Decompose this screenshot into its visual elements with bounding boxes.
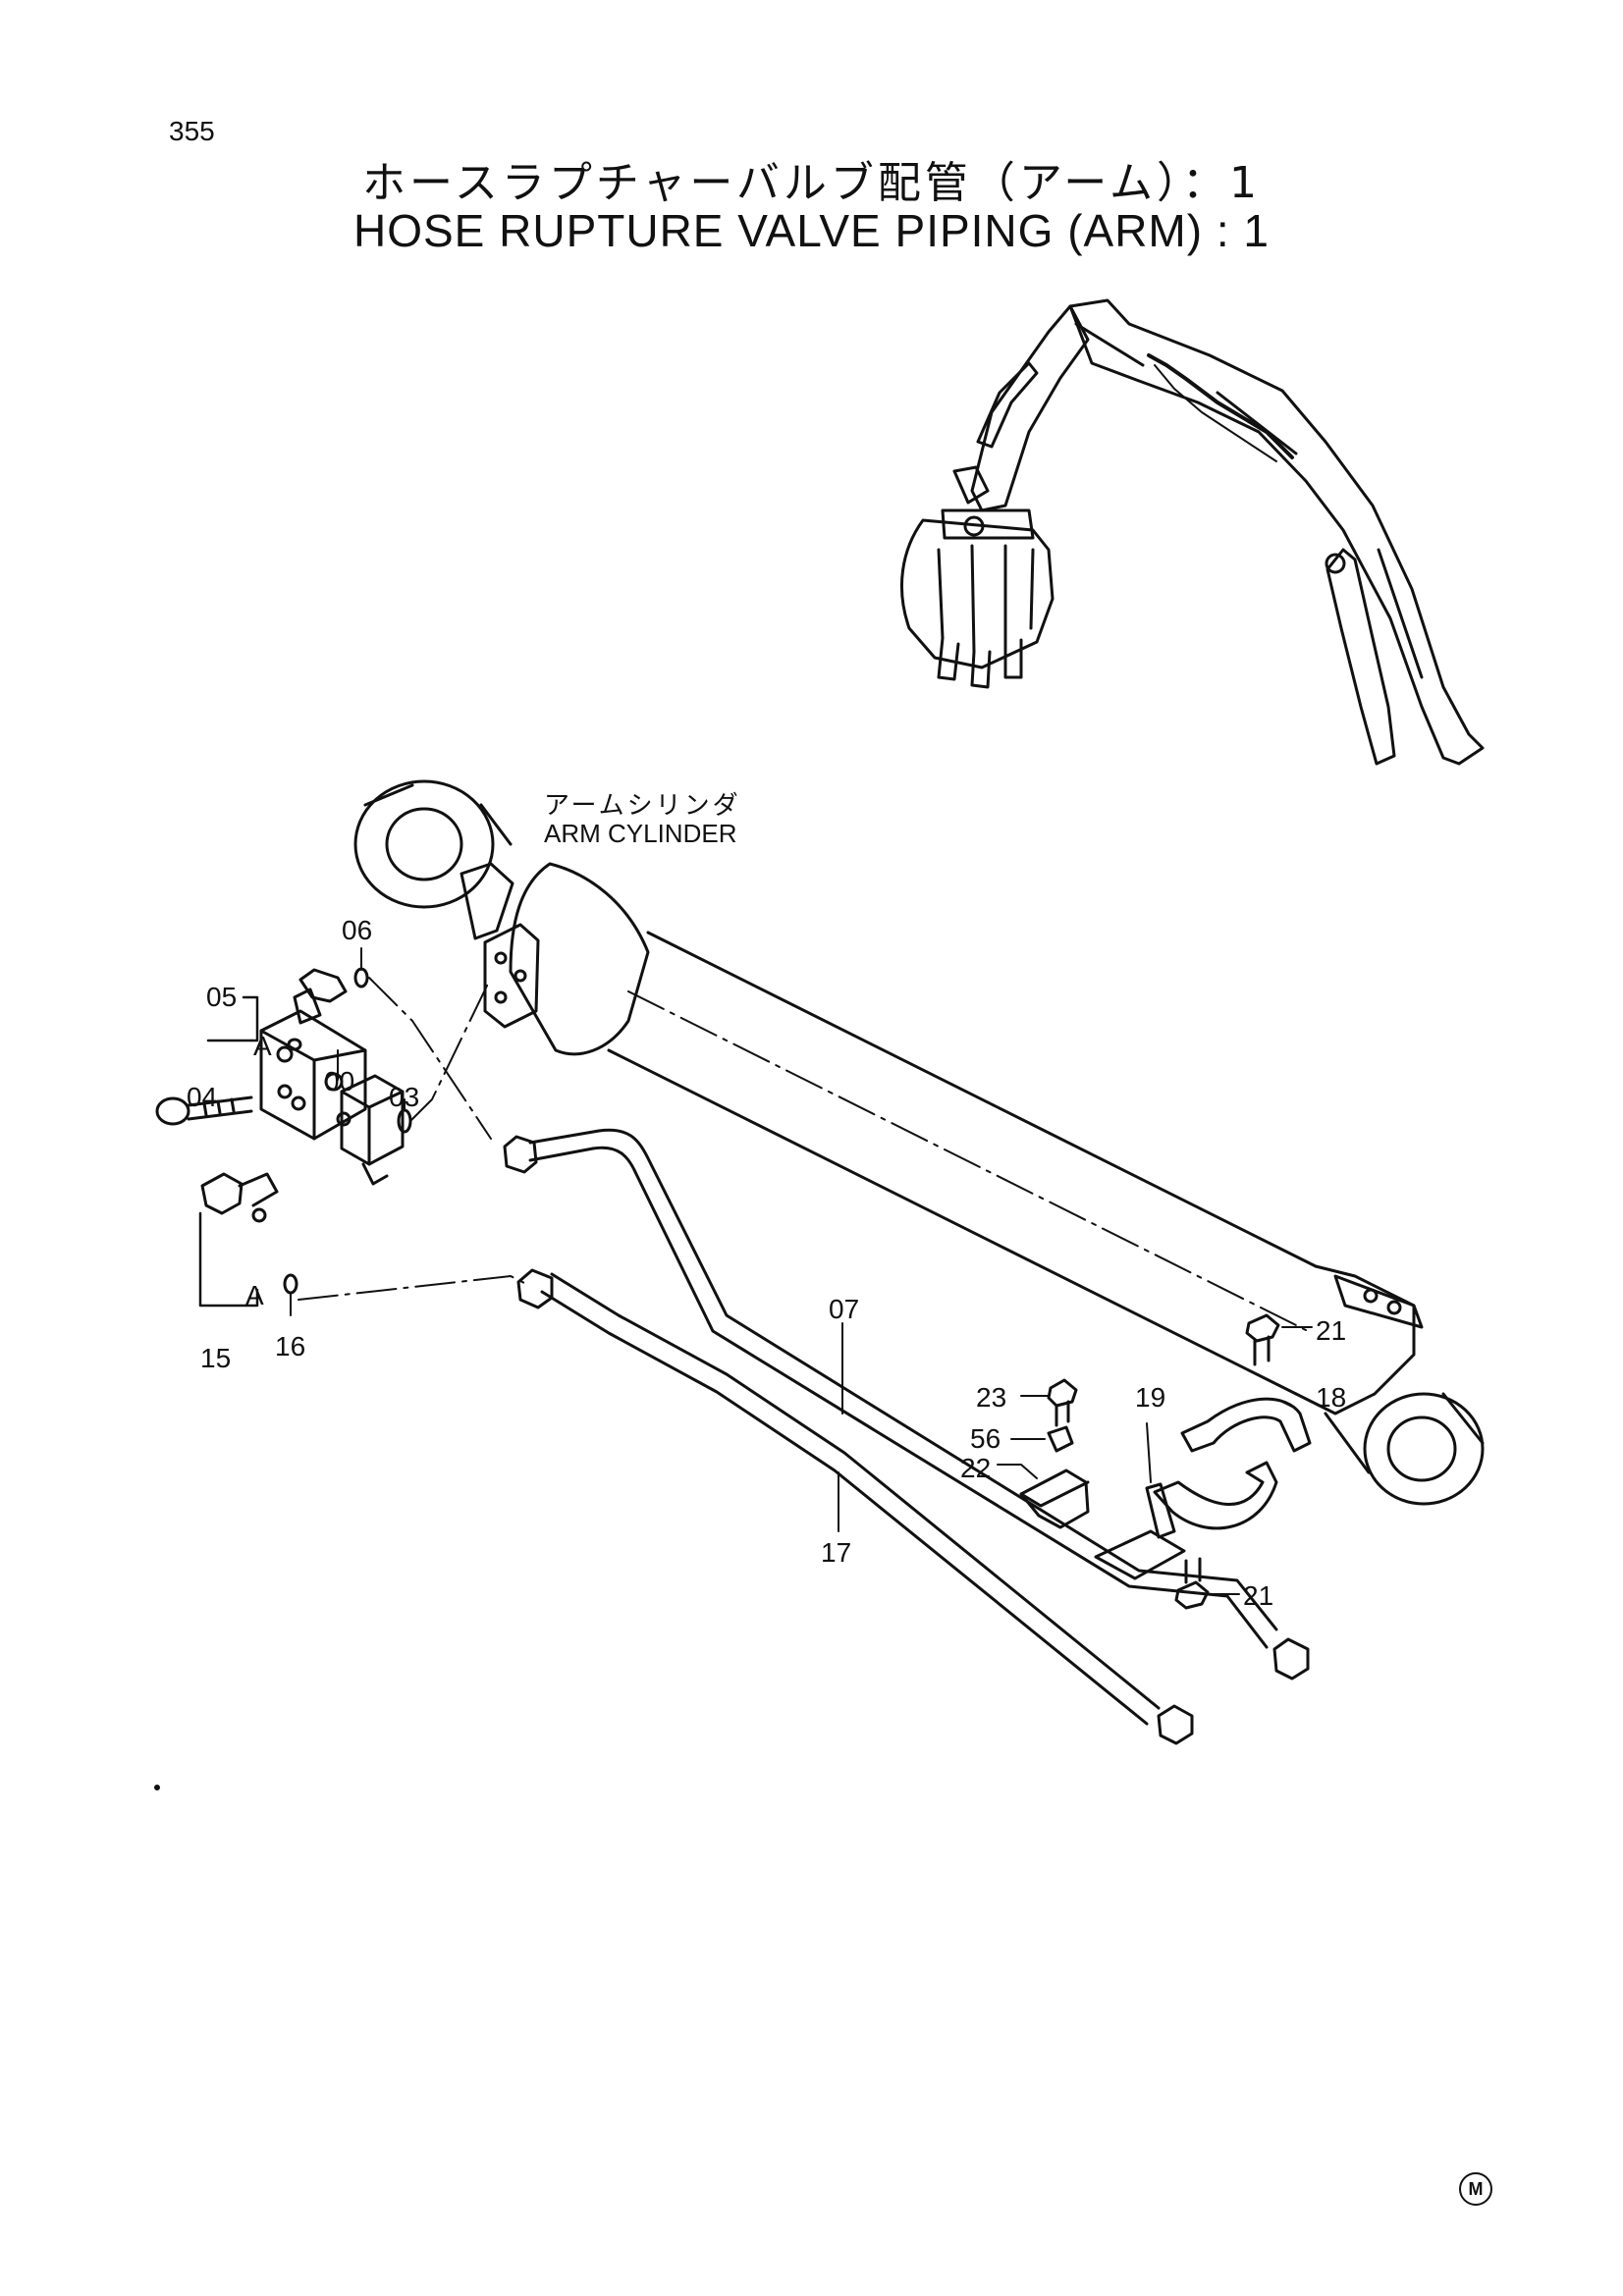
callout-07: 07	[829, 1294, 860, 1324]
callout-00: 00	[324, 1066, 355, 1096]
callout-03: 03	[389, 1082, 420, 1112]
callout-05: 05	[206, 982, 238, 1012]
excavator-inset	[899, 298, 1485, 766]
clamp-assembly	[997, 1313, 1313, 1610]
callout-15: 15	[200, 1343, 232, 1373]
callout-21-upper: 21	[1316, 1315, 1347, 1346]
callout-18: 18	[1316, 1382, 1347, 1413]
callout-21-lower: 21	[1243, 1580, 1274, 1611]
page-title-english: HOSE RUPTURE VALVE PIPING (ARM) : 1	[352, 205, 1270, 256]
page-number: 355	[169, 116, 215, 146]
arm-cylinder-label-english: ARM CYLINDER	[544, 819, 737, 848]
arm-cylinder-label-japanese: アームシリンダ	[544, 791, 741, 821]
callout-19: 19	[1135, 1382, 1166, 1413]
callout-23: 23	[976, 1382, 1007, 1413]
callout-06: 06	[342, 915, 373, 945]
valve-assembly	[155, 947, 531, 1316]
arm-cylinder	[353, 779, 1485, 1506]
page-title-japanese: ホースラプチャーバルブ配管（アーム）：1	[362, 158, 1261, 208]
callout-56: 56	[970, 1423, 1001, 1454]
callout-16: 16	[275, 1331, 306, 1362]
manual-mark: M	[1459, 2172, 1492, 2206]
callout-a-upper: A	[253, 1031, 272, 1061]
steel-pipes	[503, 1128, 1310, 1745]
callout-17: 17	[821, 1537, 852, 1568]
callout-a-lower: A	[245, 1280, 264, 1310]
callout-04: 04	[187, 1082, 218, 1112]
callout-22: 22	[960, 1453, 992, 1483]
